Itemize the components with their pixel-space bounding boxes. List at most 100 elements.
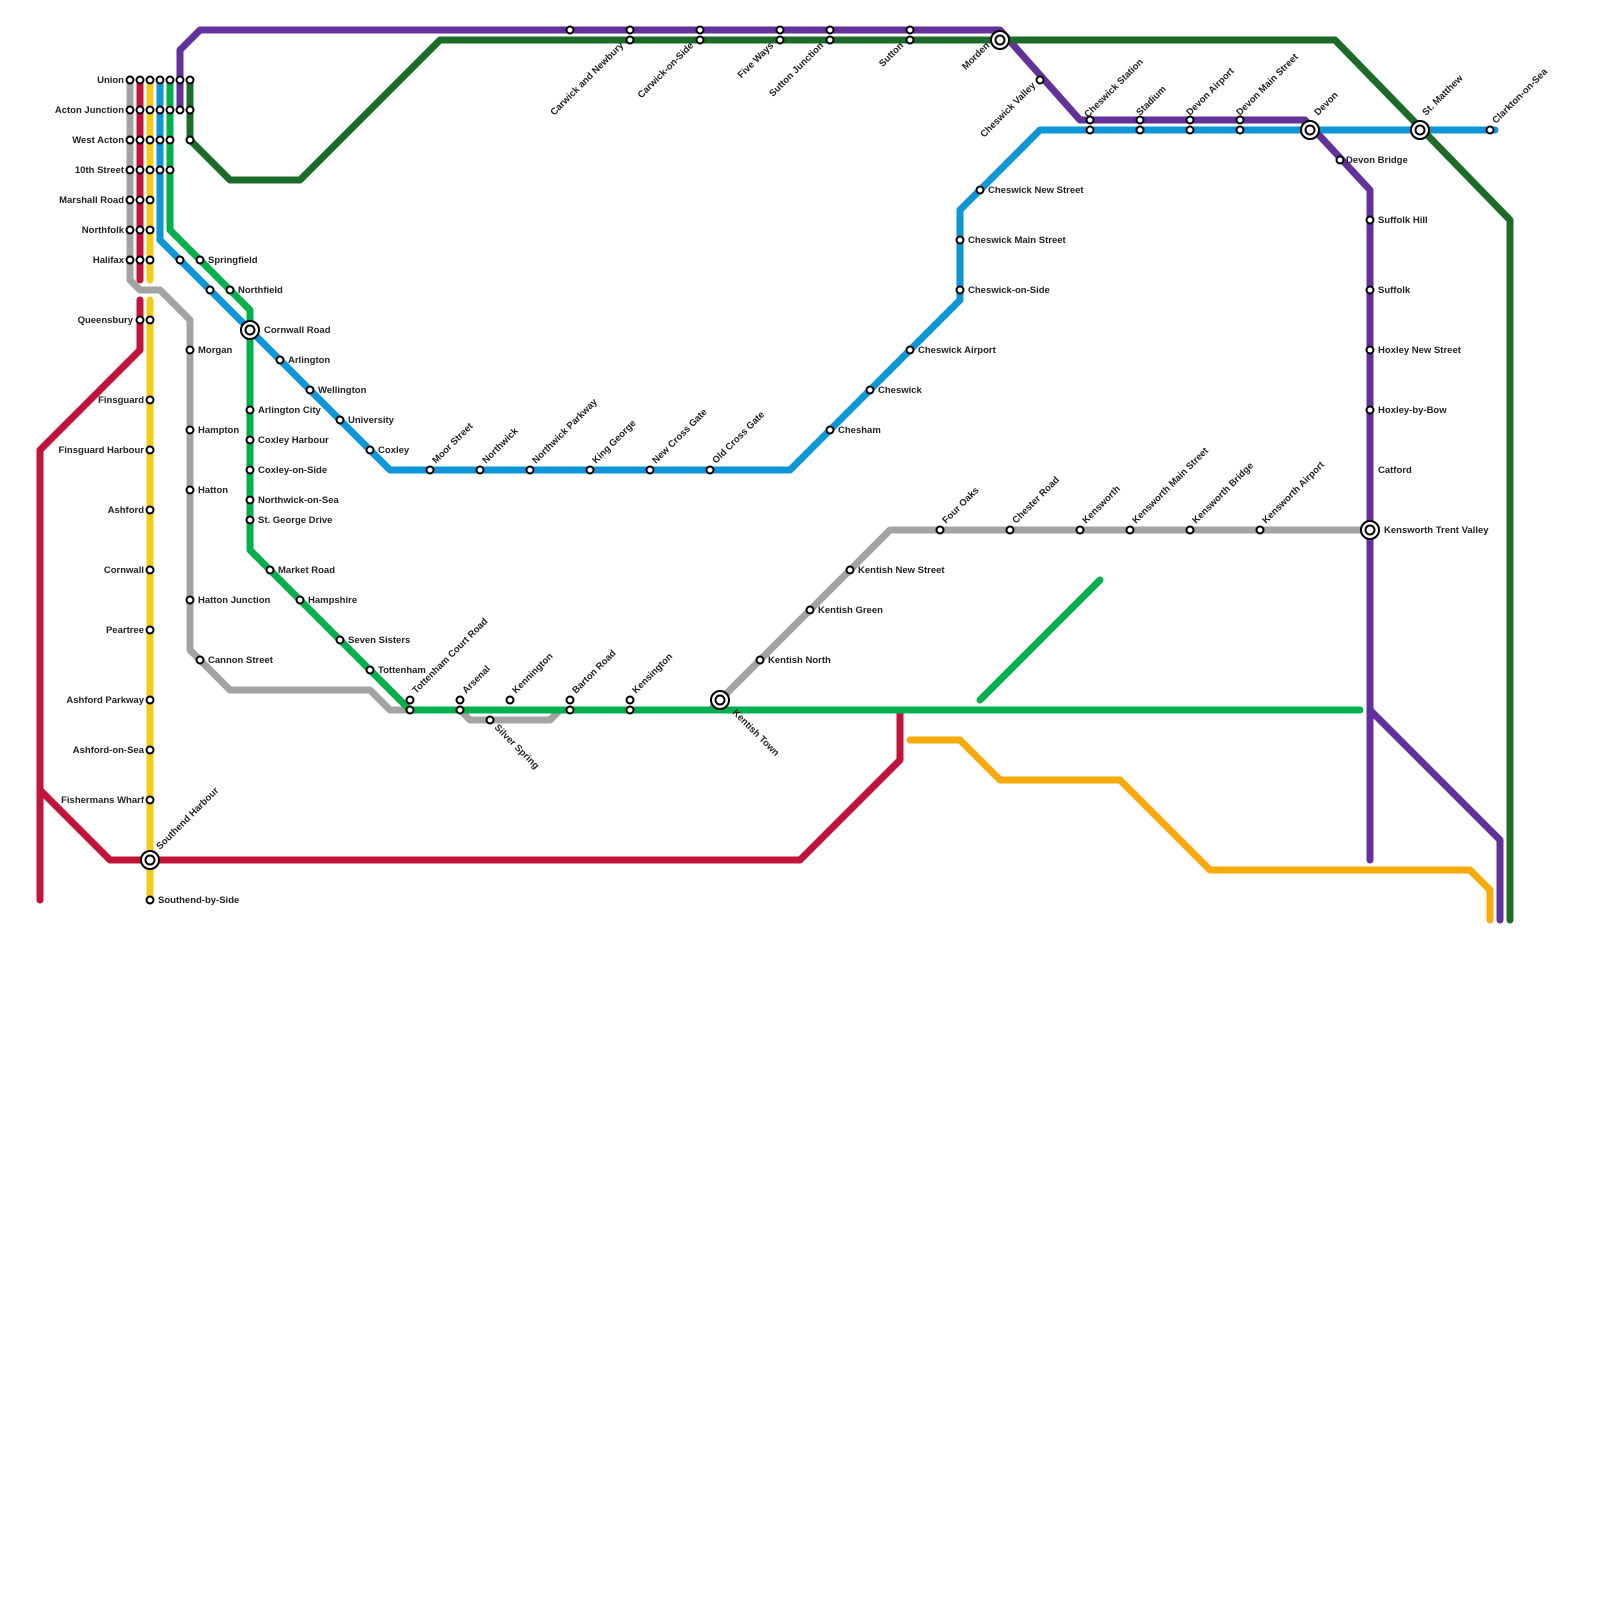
station-marker-devon[interactable]: [1235, 115, 1245, 125]
station-marker-acton-junction[interactable]: [165, 105, 175, 115]
station-label-kensworth-bridge[interactable]: Kensworth Bridge: [1190, 460, 1256, 526]
station-label-devon-bridge[interactable]: Devon Bridge: [1346, 155, 1408, 166]
station-label-chesham[interactable]: Chesham: [838, 425, 881, 436]
station-label-cannon-street[interactable]: Cannon Street: [208, 655, 274, 666]
station-label-ashford[interactable]: Ashford: [108, 505, 145, 516]
station-marker-10th-street[interactable]: [155, 165, 165, 175]
station-label-kentish-new-street[interactable]: Kentish New Street: [858, 565, 945, 576]
station-marker-acton-junction[interactable]: [175, 105, 185, 115]
station-label-five-ways[interactable]: Five Ways: [736, 40, 776, 80]
station-marker-springfield[interactable]: [195, 255, 205, 265]
station-marker-northwick[interactable]: [475, 465, 485, 475]
station-marker-market-road[interactable]: [265, 565, 275, 575]
station-label-coxley-on-side[interactable]: Coxley-on-Side: [258, 465, 327, 476]
station-label-northwick-parkway[interactable]: Northwick Parkway: [530, 396, 600, 466]
station-label-southend-by-side[interactable]: Southend-by-Side: [158, 895, 239, 906]
station-label-hoxley-by-bow[interactable]: Hoxley-by-Bow: [1378, 405, 1447, 416]
station-marker-wellington[interactable]: [305, 385, 315, 395]
station-marker-queensbury[interactable]: [135, 315, 145, 325]
station-label-cornwall-road[interactable]: Cornwall Road: [264, 325, 331, 336]
station-label-arlington-city[interactable]: Arlington City: [258, 405, 322, 416]
station-label-tottenham[interactable]: Tottenham: [378, 665, 426, 676]
station-marker-devon-main-street[interactable]: [1185, 125, 1195, 135]
station-marker-coxley-harbour[interactable]: [245, 435, 255, 445]
station-label-devon-airport[interactable]: Devon Airport: [1184, 65, 1237, 118]
station-label-cheswick[interactable]: Cheswick: [878, 385, 923, 396]
station-label-kensington[interactable]: Kensington: [630, 651, 675, 696]
station-marker-cheswick-new-street[interactable]: [975, 185, 985, 195]
station-marker-coxley[interactable]: [365, 445, 375, 455]
station-label-wellington[interactable]: Wellington: [318, 385, 367, 396]
station-label-kensworth-trent-valley[interactable]: Kensworth Trent Valley: [1384, 525, 1489, 536]
station-label-acton-junction[interactable]: Acton Junction: [55, 105, 124, 116]
station-marker-marshall-road[interactable]: [145, 195, 155, 205]
station-label-arsenal[interactable]: Arsenal: [460, 664, 492, 696]
station-marker-kentish-new-street[interactable]: [845, 565, 855, 575]
station-marker-arsenal[interactable]: [455, 705, 465, 715]
station-marker-10th-street[interactable]: [145, 165, 155, 175]
station-marker-10th-street[interactable]: [165, 165, 175, 175]
station-label-suffolk[interactable]: Suffolk: [1378, 285, 1411, 296]
station-marker-old-cross-gate[interactable]: [705, 465, 715, 475]
station-marker-tottenham[interactable]: [365, 665, 375, 675]
station-marker-devon-bridge[interactable]: [1485, 125, 1495, 135]
station-marker-union[interactable]: [185, 75, 195, 85]
station-label-four-oaks[interactable]: Four Oaks: [940, 485, 981, 526]
station-marker-acton-junction[interactable]: [145, 105, 155, 115]
station-label-kennington[interactable]: Kennington: [510, 651, 555, 696]
station-marker-union[interactable]: [165, 75, 175, 85]
station-label-sutton[interactable]: Sutton: [877, 40, 906, 69]
station-marker-west-acton[interactable]: [125, 135, 135, 145]
station-marker-silver-spring[interactable]: [485, 715, 495, 725]
station-marker-cheswick-airport[interactable]: [905, 345, 915, 355]
station-marker-kensworth-bridge[interactable]: [1185, 525, 1195, 535]
station-label-cheswick-new-street[interactable]: Cheswick New Street: [988, 185, 1084, 196]
station-label-hatton-junction[interactable]: Hatton Junction: [198, 595, 270, 606]
station-marker-cheswick[interactable]: [865, 385, 875, 395]
station-marker-sutton[interactable]: [825, 35, 835, 45]
station-marker-five-ways[interactable]: [695, 25, 705, 35]
station-marker-kentish-green[interactable]: [805, 605, 815, 615]
station-marker-acton-junction[interactable]: [155, 105, 165, 115]
station-marker-cannon-street[interactable]: [195, 655, 205, 665]
station-marker-acton-junction[interactable]: [135, 105, 145, 115]
station-label-west-acton[interactable]: West Acton: [72, 135, 124, 146]
station-marker-cornwall[interactable]: [145, 565, 155, 575]
station-marker-ashford[interactable]: [145, 505, 155, 515]
station-marker-ashford-on-sea[interactable]: [145, 745, 155, 755]
station-label-peartree[interactable]: Peartree: [106, 625, 144, 636]
station-marker-barton-road[interactable]: [565, 705, 575, 715]
station-marker-hatton[interactable]: [185, 485, 195, 495]
station-marker-ashford-parkway[interactable]: [145, 695, 155, 705]
station-marker-hampton[interactable]: [185, 425, 195, 435]
station-marker-northfolk[interactable]: [145, 225, 155, 235]
station-marker-northfield[interactable]: [205, 285, 215, 295]
station-marker-cheswick-main-street[interactable]: [955, 235, 965, 245]
station-label-arlington[interactable]: Arlington: [288, 355, 330, 366]
station-label-silver-spring[interactable]: Silver Spring: [492, 722, 541, 771]
station-marker-devon[interactable]: [1235, 125, 1245, 135]
station-marker-morgan[interactable]: [185, 345, 195, 355]
station-label-ashford-on-sea[interactable]: Ashford-on-Sea: [73, 745, 145, 756]
station-marker-stadium[interactable]: [1085, 125, 1095, 135]
station-label-kensworth-airport[interactable]: Kensworth Airport: [1260, 459, 1327, 526]
station-marker-peartree[interactable]: [145, 625, 155, 635]
station-marker-suffolk-hill[interactable]: [1335, 155, 1345, 165]
station-marker-kensington[interactable]: [625, 705, 635, 715]
station-marker-10th-street[interactable]: [135, 165, 145, 175]
station-label-hoxley-new-street[interactable]: Hoxley New Street: [1378, 345, 1462, 356]
station-marker-stadium[interactable]: [1085, 115, 1095, 125]
station-label-northfolk[interactable]: Northfolk: [82, 225, 125, 236]
station-marker-carwick-on-side[interactable]: [625, 35, 635, 45]
station-label-cheswick-airport[interactable]: Cheswick Airport: [918, 345, 997, 356]
station-label-queensbury[interactable]: Queensbury: [78, 315, 134, 326]
station-marker-sutton-junction[interactable]: [775, 25, 785, 35]
station-marker-halifax[interactable]: [135, 255, 145, 265]
station-marker-northwick-on-sea[interactable]: [245, 495, 255, 505]
station-marker-morden[interactable]: [905, 25, 915, 35]
station-label-coxley-harbour[interactable]: Coxley Harbour: [258, 435, 329, 446]
station-marker-arlington-city[interactable]: [245, 405, 255, 415]
station-marker-fishermans-wharf[interactable]: [145, 795, 155, 805]
station-marker-new-cross-gate[interactable]: [645, 465, 655, 475]
station-label-stadium[interactable]: Stadium: [1134, 84, 1168, 118]
